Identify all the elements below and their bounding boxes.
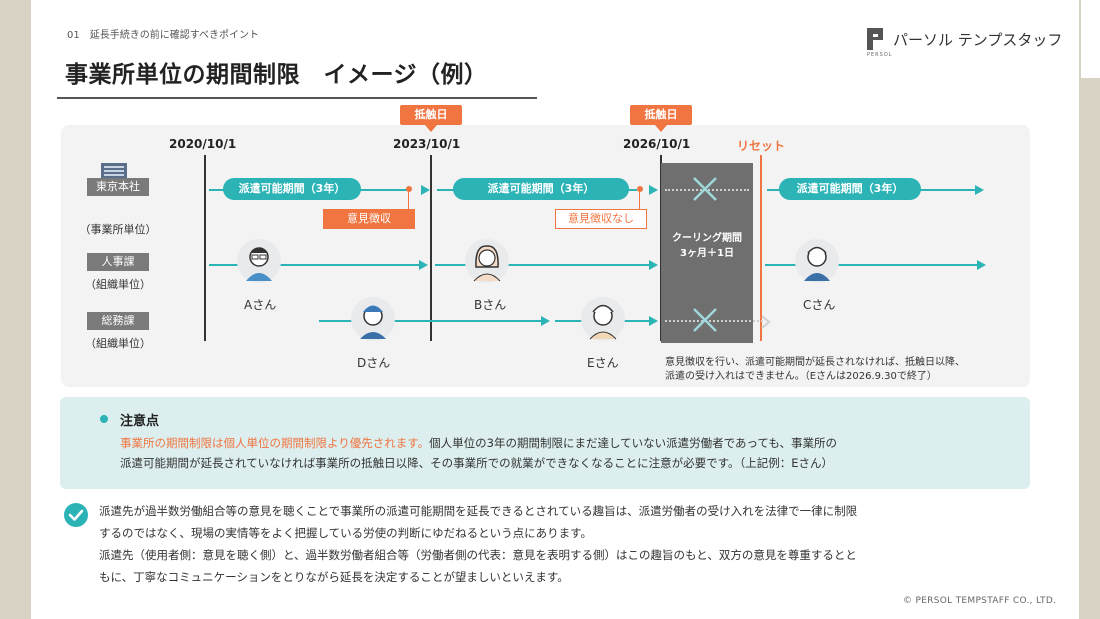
- caution-heading: 注意点: [120, 414, 160, 429]
- person-b-avatar-icon: [465, 239, 509, 283]
- period-pill-3: 派遣可能期間（3年）: [779, 178, 921, 200]
- logo-sub: PERSOL: [867, 52, 893, 58]
- cooling-period-text: クーリング期間 3ヶ月＋1日: [661, 231, 753, 261]
- title-underline: [57, 97, 537, 99]
- conflict-date-tag-1-pointer: [425, 125, 437, 132]
- person-d-name: Dさん: [357, 356, 391, 370]
- body-text: 派遣先が過半数労働組合等の意見を聴くことで事業所の派遣可能期間を延長できるとされ…: [99, 500, 1019, 588]
- row2-line-1: [209, 264, 419, 266]
- caution-line-1: 事業所の期間制限は個人単位の期間制限より優先されます。個人単位の3年の期間制限に…: [120, 433, 1000, 453]
- body-line-2: するのではなく、現場の実情等をよく把握している労使の判断にゆだねるという点にあり…: [99, 526, 592, 540]
- row1-arrowhead-2: [649, 185, 658, 195]
- reset-marker: [760, 155, 762, 341]
- caution-body: 事業所の期間制限は個人単位の期間制限より優先されます。個人単位の3年の期間制限に…: [120, 433, 1000, 473]
- row2-line-2: [435, 264, 649, 266]
- person-c-name: Cさん: [803, 298, 836, 312]
- opinion-lead-2: [639, 191, 640, 209]
- row2-arrowhead-2: [649, 260, 658, 270]
- period-pill-2: 派遣可能期間（3年）: [453, 178, 629, 200]
- row-label-general-affairs: 総務課: [87, 312, 149, 330]
- timeline-diagram: 東京本社 （事業所単位） 人事課 （組織単位） 総務課 （組織単位） 2020/…: [61, 105, 1030, 387]
- diagram-note-line-2: 派遣の受け入れはできません。（Eさんは2026.9.30で終了）: [665, 371, 937, 382]
- person-e-name: Eさん: [587, 356, 619, 370]
- person-e-avatar-icon: [581, 297, 625, 341]
- caution-line-2: 派遣可能期間が延長されていなければ事業所の抵触日以降、その事業所での就業ができな…: [120, 456, 834, 470]
- row-sub-general-affairs: （組織単位）: [85, 337, 151, 350]
- timeline-marker-2023: [430, 155, 432, 341]
- persol-logo-icon: PERSOL: [867, 28, 892, 58]
- row2-arrowhead-1: [419, 260, 428, 270]
- row2-arrowhead-3: [977, 260, 986, 270]
- body-line-1: 派遣先が過半数労働組合等の意見を聴くことで事業所の派遣可能期間を延長できるとされ…: [99, 504, 858, 518]
- person-c-avatar-icon: [795, 239, 839, 283]
- opinion-none-box: 意見徴収なし: [555, 209, 647, 229]
- row3-dotted-line: [665, 320, 763, 322]
- row1-arrowhead-3: [975, 185, 984, 195]
- check-icon: [64, 503, 88, 527]
- cooling-period-duration: 3ヶ月＋1日: [680, 248, 734, 259]
- opinion-lead-1: [408, 191, 409, 209]
- blocked-x-icon-1: [691, 175, 719, 203]
- row-sub-tokyo-hq: （事業所単位）: [79, 223, 157, 236]
- diagram-note: 意見徴収を行い、派遣可能期間が延長されなければ、抵触日以降、 派遣の受け入れはで…: [665, 356, 965, 384]
- opinion-dot-2: [637, 186, 643, 192]
- person-a-avatar-icon: [237, 239, 281, 283]
- row3-arrowhead-2: [649, 316, 658, 326]
- caution-bullet-icon: [100, 415, 108, 423]
- body-line-3: 派遣先（使用者側：意見を聴く側）と、過半数労働者組合等（労働者側の代表：意見を表…: [99, 548, 857, 562]
- caution-highlight: 事業所の期間制限は個人単位の期間制限より優先されます。: [120, 436, 430, 450]
- row-label-tokyo-hq: 東京本社: [87, 178, 149, 196]
- row3-line-1: [319, 320, 541, 322]
- row-label-hr: 人事課: [87, 253, 149, 271]
- right-edge-panel: [1081, 0, 1100, 78]
- period-pill-1: 派遣可能期間（3年）: [223, 178, 361, 200]
- person-a-name: Aさん: [244, 298, 277, 312]
- conflict-date-tag-1: 抵触日: [400, 105, 462, 125]
- body-line-4: もに、丁寧なコミュニケーションをとりながら延長を決定することが望ましいといえます…: [99, 570, 569, 584]
- cooling-period-box: クーリング期間 3ヶ月＋1日: [661, 163, 753, 343]
- row1-arrowhead-1: [421, 185, 430, 195]
- caution-line-1-rest: 個人単位の3年の期間制限にまだ達していない派遣労働者であっても、事業所の: [429, 436, 837, 450]
- opinion-collected-box: 意見徴収: [323, 209, 415, 229]
- row-sub-hr: （組織単位）: [85, 278, 151, 291]
- logo-text: パーソル テンプスタッフ: [893, 30, 1063, 49]
- blocked-x-icon-2: [691, 306, 719, 334]
- person-b-name: Bさん: [474, 298, 507, 312]
- row3-arrowhead-1: [541, 316, 550, 326]
- person-d-avatar-icon: [351, 297, 395, 341]
- caution-box: 注意点 事業所の期間制限は個人単位の期間制限より優先されます。個人単位の3年の期…: [60, 397, 1030, 489]
- diagram-note-line-1: 意見徴収を行い、派遣可能期間が延長されなければ、抵触日以降、: [665, 357, 965, 368]
- copyright: © PERSOL TEMPSTAFF CO., LTD.: [903, 596, 1057, 606]
- row3-open-arrowhead-icon: [761, 314, 771, 329]
- row2-line-3: [765, 264, 977, 266]
- date-2023: 2023/10/1: [393, 137, 461, 151]
- conflict-date-tag-2: 抵触日: [630, 105, 692, 125]
- logo: PERSOL パーソル テンプスタッフ: [867, 24, 1063, 58]
- cooling-period-label: クーリング期間: [672, 233, 742, 244]
- opinion-dot-1: [406, 186, 412, 192]
- date-2026: 2026/10/1: [623, 137, 691, 151]
- date-2020: 2020/10/1: [169, 137, 237, 151]
- slide: 01 延長手続きの前に確認すべきポイント 事業所単位の期間制限 イメージ（例） …: [31, 0, 1079, 619]
- reset-label: リセット: [737, 139, 786, 153]
- page-title: 事業所単位の期間制限 イメージ（例）: [65, 62, 488, 88]
- conflict-date-tag-2-pointer: [655, 125, 667, 132]
- timeline-marker-2020: [204, 155, 206, 341]
- section-label: 01 延長手続きの前に確認すべきポイント: [67, 30, 260, 41]
